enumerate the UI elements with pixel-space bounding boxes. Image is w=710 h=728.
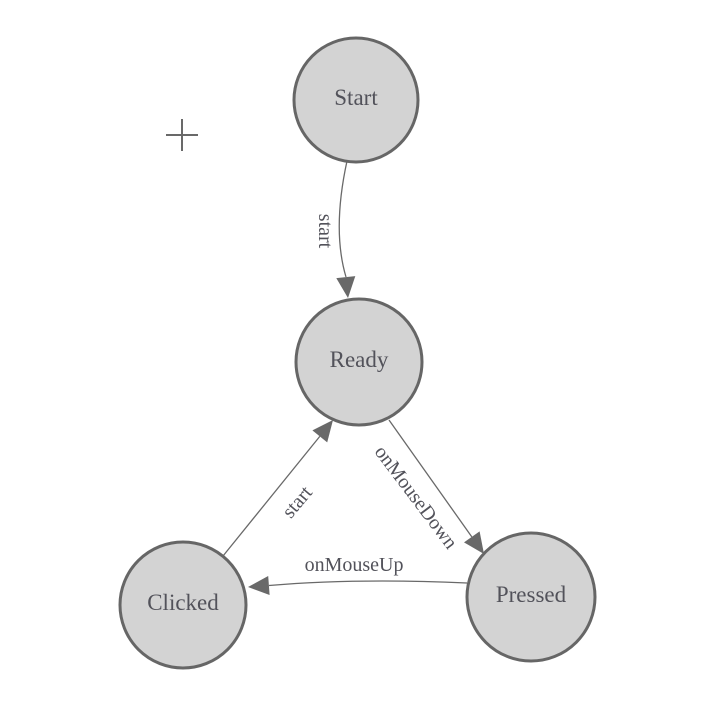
node-ready[interactable] xyxy=(294,297,424,427)
arrowhead-pressed-to-clicked-icon xyxy=(248,576,270,595)
edge-pressed-to-clicked[interactable] xyxy=(268,580,468,587)
node-start-label: Start xyxy=(334,85,378,110)
crosshair-marker xyxy=(166,119,198,151)
node-pressed-label: Pressed xyxy=(496,582,567,607)
edges xyxy=(222,160,473,587)
node-clicked-label: Clicked xyxy=(147,590,219,615)
arrowhead-start-to-ready-icon xyxy=(336,276,356,298)
edge-label-start-to-ready[interactable]: start xyxy=(314,214,336,249)
edge-clicked-to-ready[interactable] xyxy=(222,435,321,557)
node-start[interactable] xyxy=(292,36,420,164)
edge-start-to-ready[interactable] xyxy=(338,160,348,278)
node-ready-label: Ready xyxy=(330,347,389,372)
arrowheads xyxy=(248,276,484,595)
arrowhead-clicked-to-ready-icon xyxy=(312,420,333,443)
node-pressed[interactable] xyxy=(465,531,597,663)
edge-ready-to-pressed[interactable] xyxy=(388,419,473,538)
edge-label-clicked-to-ready[interactable]: start xyxy=(278,482,317,523)
nodes xyxy=(118,36,597,670)
arrowhead-ready-to-pressed-icon xyxy=(464,531,484,554)
node-clicked[interactable] xyxy=(118,540,248,670)
node-labels: Start Ready Clicked Pressed xyxy=(147,85,566,615)
edge-label-pressed-to-clicked[interactable]: onMouseUp xyxy=(305,554,404,576)
